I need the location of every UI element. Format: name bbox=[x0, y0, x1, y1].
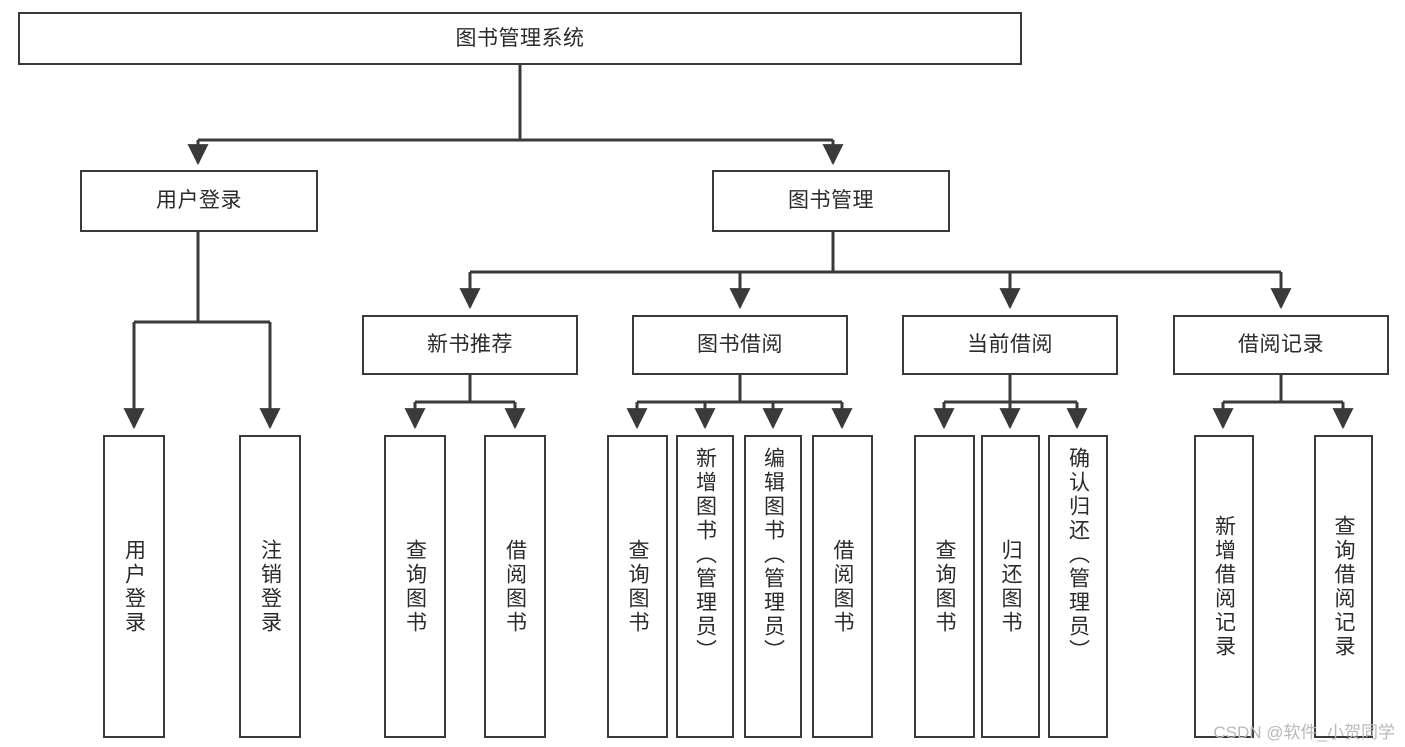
node-leaf-user-login[interactable]: 用户登录 bbox=[103, 435, 165, 738]
node-leaf-borrow-book-borrow-label: 借阅图书 bbox=[831, 538, 854, 635]
node-leaf-add-borrow-record-label: 新增借阅记录 bbox=[1212, 514, 1236, 659]
node-leaf-query-book-current-label: 查询图书 bbox=[933, 538, 956, 635]
node-leaf-user-login-label: 用户登录 bbox=[122, 538, 146, 635]
node-leaf-query-book-recommend-label: 查询图书 bbox=[403, 538, 427, 635]
node-leaf-query-book-borrow-label: 查询图书 bbox=[626, 538, 649, 635]
node-module-book-management-label: 图书管理 bbox=[788, 189, 874, 213]
node-leaf-confirm-return-admin-label: 确认归还（管理员） bbox=[1066, 447, 1090, 663]
node-submodule-new-book-recommend-label: 新书推荐 bbox=[427, 333, 513, 357]
node-leaf-query-book-borrow[interactable]: 查询图书 bbox=[607, 435, 668, 738]
node-submodule-borrow-record-label: 借阅记录 bbox=[1238, 333, 1324, 357]
node-leaf-add-book-admin-label: 新增图书（管理员） bbox=[693, 447, 717, 663]
node-submodule-borrow-record[interactable]: 借阅记录 bbox=[1173, 315, 1389, 375]
node-leaf-add-borrow-record[interactable]: 新增借阅记录 bbox=[1194, 435, 1254, 738]
node-module-user-login-label: 用户登录 bbox=[156, 189, 242, 213]
node-leaf-confirm-return-admin[interactable]: 确认归还（管理员） bbox=[1048, 435, 1108, 738]
node-submodule-current-borrow[interactable]: 当前借阅 bbox=[902, 315, 1118, 375]
node-submodule-current-borrow-label: 当前借阅 bbox=[967, 333, 1053, 357]
node-leaf-add-book-admin[interactable]: 新增图书（管理员） bbox=[676, 435, 734, 738]
node-root[interactable]: 图书管理系统 bbox=[18, 12, 1022, 65]
node-submodule-book-borrow[interactable]: 图书借阅 bbox=[632, 315, 848, 375]
node-leaf-borrow-book-recommend[interactable]: 借阅图书 bbox=[484, 435, 546, 738]
node-submodule-new-book-recommend[interactable]: 新书推荐 bbox=[362, 315, 578, 375]
node-root-label: 图书管理系统 bbox=[455, 26, 585, 50]
node-leaf-return-book[interactable]: 归还图书 bbox=[981, 435, 1040, 738]
node-module-user-login[interactable]: 用户登录 bbox=[80, 170, 318, 232]
node-leaf-query-book-current[interactable]: 查询图书 bbox=[914, 435, 975, 738]
node-leaf-borrow-book-recommend-label: 借阅图书 bbox=[503, 538, 527, 635]
node-leaf-query-book-recommend[interactable]: 查询图书 bbox=[384, 435, 446, 738]
node-submodule-book-borrow-label: 图书借阅 bbox=[697, 333, 783, 357]
node-leaf-edit-book-admin[interactable]: 编辑图书（管理员） bbox=[744, 435, 802, 738]
node-leaf-query-borrow-record-label: 查询借阅记录 bbox=[1332, 514, 1355, 659]
node-leaf-borrow-book-borrow[interactable]: 借阅图书 bbox=[812, 435, 873, 738]
node-module-book-management[interactable]: 图书管理 bbox=[712, 170, 950, 232]
node-leaf-query-borrow-record[interactable]: 查询借阅记录 bbox=[1314, 435, 1373, 738]
node-leaf-logout-label: 注销登录 bbox=[258, 538, 282, 635]
node-leaf-return-book-label: 归还图书 bbox=[999, 538, 1022, 635]
node-leaf-edit-book-admin-label: 编辑图书（管理员） bbox=[761, 447, 785, 663]
node-leaf-logout[interactable]: 注销登录 bbox=[239, 435, 301, 738]
